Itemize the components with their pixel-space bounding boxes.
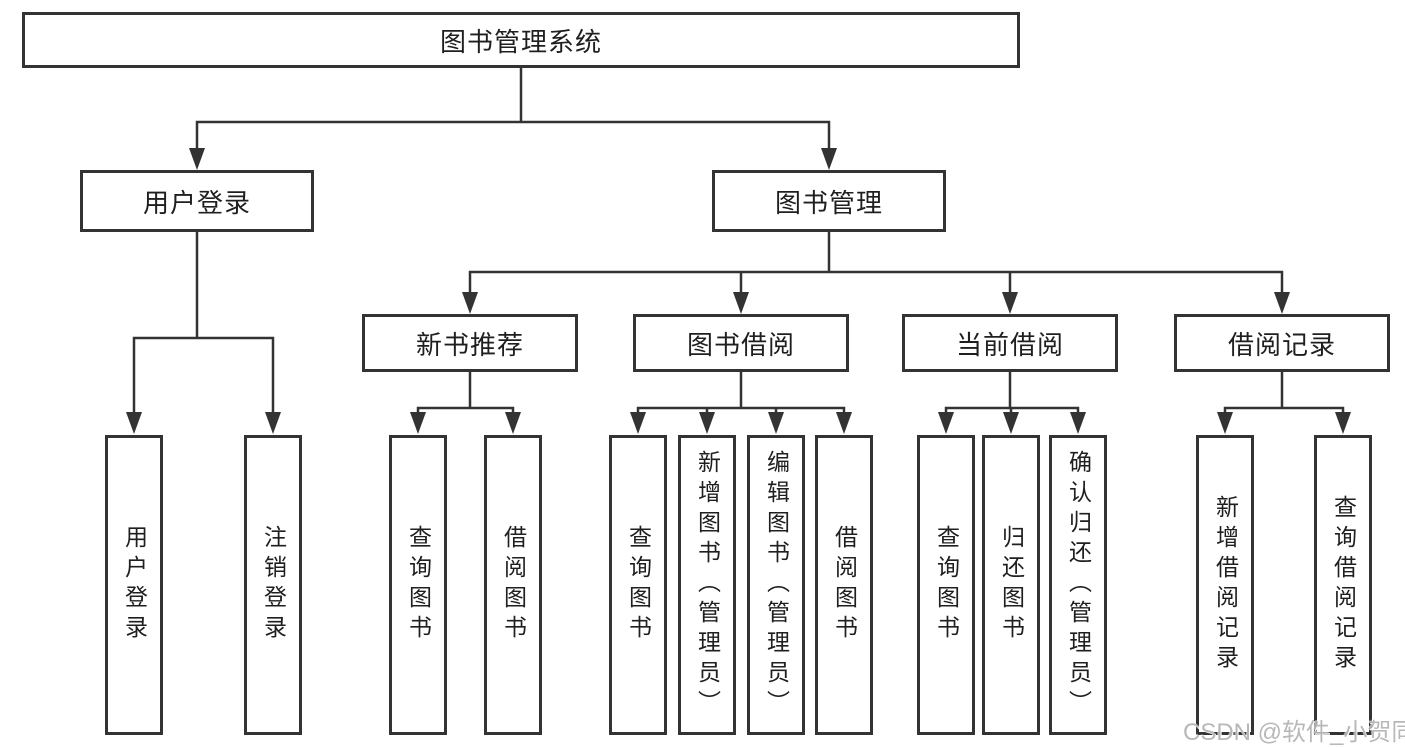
leaf-borrow-books: 借阅图书: [815, 435, 873, 735]
arrow-icon: [699, 412, 715, 434]
connector-current-borrow: [944, 370, 1080, 418]
arrow-icon: [733, 292, 749, 314]
arrow-icon: [189, 148, 205, 170]
arrow-icon: [630, 412, 646, 434]
node-book-management: 图书管理: [712, 170, 946, 232]
arrow-icon: [1070, 412, 1086, 434]
arrow-icon: [1003, 412, 1019, 434]
arrow-icon: [836, 412, 852, 434]
arrow-icon: [821, 148, 837, 170]
connector-borrow-records: [1223, 370, 1345, 418]
connector-root: [195, 66, 831, 154]
node-book-borrow: 图书借阅: [633, 314, 849, 372]
arrow-icon: [1335, 412, 1351, 434]
leaf-query-books: 查询图书: [609, 435, 667, 735]
arrow-icon: [1002, 292, 1018, 314]
connector-book-management: [468, 230, 1284, 298]
leaf-query-borrow-record: 查询借阅记录: [1314, 435, 1372, 735]
leaf-add-book-admin: 新增图书（管理员）: [678, 435, 736, 735]
arrow-icon: [1274, 292, 1290, 314]
leaf-add-borrow-record: 新增借阅记录: [1196, 435, 1254, 735]
node-current-borrow: 当前借阅: [902, 314, 1118, 372]
leaf-return-book: 归还图书: [982, 435, 1040, 735]
arrow-icon: [938, 412, 954, 434]
leaf-edit-book-admin: 编辑图书（管理员）: [747, 435, 805, 735]
arrow-icon: [505, 412, 521, 434]
arrow-icon: [462, 292, 478, 314]
arrow-icon: [126, 412, 142, 434]
leaf-confirm-return-admin: 确认归还（管理员）: [1049, 435, 1107, 735]
arrow-icon: [265, 412, 281, 434]
arrow-icon: [1217, 412, 1233, 434]
leaf-logout: 注销登录: [244, 435, 302, 735]
connector-new-book-recommend: [416, 370, 515, 418]
watermark: CSDN @软件_小贺同学: [1183, 719, 1405, 746]
leaf-user-login: 用户登录: [105, 435, 163, 735]
leaf-borrow-books: 借阅图书: [484, 435, 542, 735]
node-borrow-records: 借阅记录: [1174, 314, 1390, 372]
connector-user-login: [132, 230, 275, 418]
node-new-book-recommend: 新书推荐: [362, 314, 578, 372]
arrow-icon: [768, 412, 784, 434]
node-library-system: 图书管理系统: [22, 12, 1020, 68]
node-user-login: 用户登录: [80, 170, 314, 232]
leaf-query-books: 查询图书: [389, 435, 447, 735]
leaf-query-books: 查询图书: [917, 435, 975, 735]
arrow-icon: [410, 412, 426, 434]
connector-book-borrow: [636, 370, 846, 418]
